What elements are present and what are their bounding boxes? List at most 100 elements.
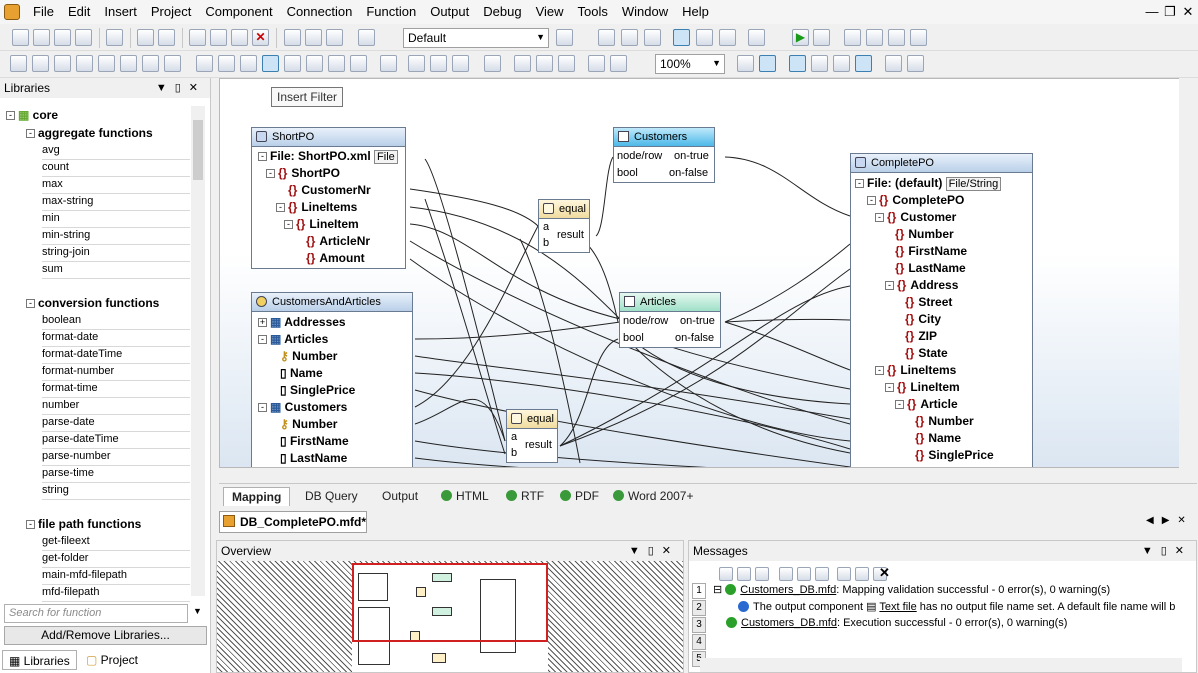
connect-icon[interactable] [588,55,605,72]
insert-if-else-icon[interactable] [328,55,345,72]
copy-message-icon[interactable] [779,567,793,581]
library-function-item[interactable]: min [42,211,190,228]
completepo-header[interactable]: CompletePO [851,154,1032,173]
menu-window[interactable]: Window [621,4,669,19]
insert-edi-icon[interactable] [54,55,71,72]
addresses-row[interactable]: +▦ Addresses [258,314,346,331]
debug-end-icon[interactable] [910,29,927,46]
filter-customers-input-bool[interactable]: bool [617,167,638,179]
back-icon[interactable] [885,55,902,72]
collapse-icon[interactable]: - [885,383,894,392]
insert-sql-where-icon[interactable] [284,55,301,72]
find-prev-icon[interactable] [855,567,869,581]
library-group[interactable]: -aggregate functions [26,126,153,140]
customers-articles-component[interactable]: CustomersAndArticles +▦ Addresses -▦ Art… [251,292,413,467]
csharp-icon[interactable] [696,29,713,46]
library-group[interactable]: -conversion functions [26,296,159,310]
shortpo-lineitem-row[interactable]: -{}LineItem [284,216,359,233]
next-icon[interactable] [737,567,751,581]
shortpo-root-row[interactable]: -{}ShortPO [266,165,340,182]
completepo-file-button[interactable]: File/String [945,177,1002,191]
document-tab-controls[interactable]: ◀▶✕ [1146,515,1194,526]
collapse-icon[interactable]: - [258,403,267,412]
new-icon[interactable] [12,29,29,46]
customer-lastname-row[interactable]: ▯ LastName [280,450,347,467]
shortpo-customernr-row[interactable]: {}CustomerNr [288,182,371,199]
equal-2-input-b[interactable]: b [511,447,518,459]
xslt-icon[interactable] [598,29,615,46]
filter-articles-output-true[interactable]: on-true [680,315,715,327]
library-function-item[interactable]: format-date [42,330,190,347]
collapse-icon[interactable]: - [875,366,884,375]
shortpo-articlenr-row[interactable]: {}ArticleNr [306,233,370,250]
library-function-item[interactable]: mfd-filepath [42,585,190,602]
library-function-item[interactable]: number [42,398,190,415]
find-next-icon[interactable] [305,29,322,46]
completepo-row[interactable]: {}ZIP [905,328,937,345]
filter-customers-component[interactable]: Customers node/row bool on-true on-false [613,127,715,183]
save-icon[interactable] [54,29,71,46]
collapse-icon[interactable]: ⊟ [713,584,726,596]
library-function-item[interactable]: parse-number [42,449,190,466]
xslt2-icon[interactable] [621,29,638,46]
insert-db-icon[interactable] [32,55,49,72]
shortpo-file-row[interactable]: -File: ShortPO.xml File [258,148,398,165]
group3-icon[interactable] [452,55,469,72]
completepo-row[interactable]: {}Number [915,413,974,430]
find-next-icon[interactable] [873,567,887,581]
collapse-icon[interactable]: - [26,129,35,138]
library-function-item[interactable]: format-dateTime [42,347,190,364]
filter-customers-input-node[interactable]: node/row [617,150,663,162]
completepo-row[interactable]: {}Number [895,226,954,243]
restore-icon[interactable]: ❐ [1164,4,1176,19]
view2-icon[interactable] [536,55,553,72]
messages-side-tab[interactable]: 4 [692,634,706,650]
tab-db-query[interactable]: DB Query [305,489,358,503]
menu-debug[interactable]: Debug [483,4,522,19]
library-function-item[interactable]: format-number [42,364,190,381]
article-singleprice-row[interactable]: ▯ SinglePrice [280,382,355,399]
collapse-icon[interactable]: - [276,203,285,212]
completepo-row[interactable]: {}City [905,311,941,328]
expand-icon[interactable]: + [258,317,267,327]
equal-2-output-result[interactable]: result [525,439,552,451]
group-icon[interactable] [408,55,425,72]
message-line-2[interactable]: The output component ▤ Text file has no … [738,600,1175,613]
collapse-icon[interactable]: - [266,169,275,178]
filter-articles-input-bool[interactable]: bool [623,332,644,344]
panel-controls[interactable]: ▼▯✕ [1141,545,1192,557]
completepo-file-row[interactable]: -File: (default) File/String [855,175,1002,192]
completepo-row[interactable]: {}Name [915,430,961,447]
customers-row[interactable]: -▦ Customers [258,399,347,416]
debug-over-icon[interactable] [866,29,883,46]
previous-icon[interactable] [755,567,769,581]
menu-component[interactable]: Component [205,4,273,19]
collapse-icon[interactable]: - [258,152,267,161]
open-icon[interactable] [33,29,50,46]
filter-articles-component[interactable]: Articles node/row bool on-true on-false [619,292,721,348]
library-function-item[interactable]: min-string [42,228,190,245]
message-1-link[interactable]: Customers_DB.mfd [740,584,837,596]
library-function-item[interactable]: boolean [42,313,190,330]
table-icon[interactable] [484,55,501,72]
messages-horizontal-scrollbar[interactable] [700,658,1182,672]
equal-2-input-a[interactable]: a [511,431,518,443]
copy-branch-icon[interactable] [797,567,811,581]
insert-value-map-icon[interactable] [306,55,323,72]
library-root-core[interactable]: -▦ core [6,108,58,122]
collapse-icon[interactable]: - [885,281,894,290]
copy-icon[interactable] [210,29,227,46]
show-annotations-icon[interactable] [789,55,806,72]
tab-word[interactable]: Word 2007+ [605,487,702,506]
completepo-row[interactable]: -{}Customer [875,209,956,226]
equal-1-input-a[interactable]: a [543,221,550,233]
filter-icon[interactable] [719,567,733,581]
tab-libraries[interactable]: ▦ Libraries [2,650,77,670]
completepo-row[interactable]: {}SinglePrice [915,447,994,464]
show-types-icon[interactable] [811,55,828,72]
style-combo[interactable]: Default▼ [403,28,549,48]
completepo-row[interactable]: -{}LineItem [885,379,960,396]
insert-constant-icon[interactable] [196,55,213,72]
customer-number-row[interactable]: ⚷ Number [280,416,337,433]
library-function-item[interactable]: max-string [42,194,190,211]
